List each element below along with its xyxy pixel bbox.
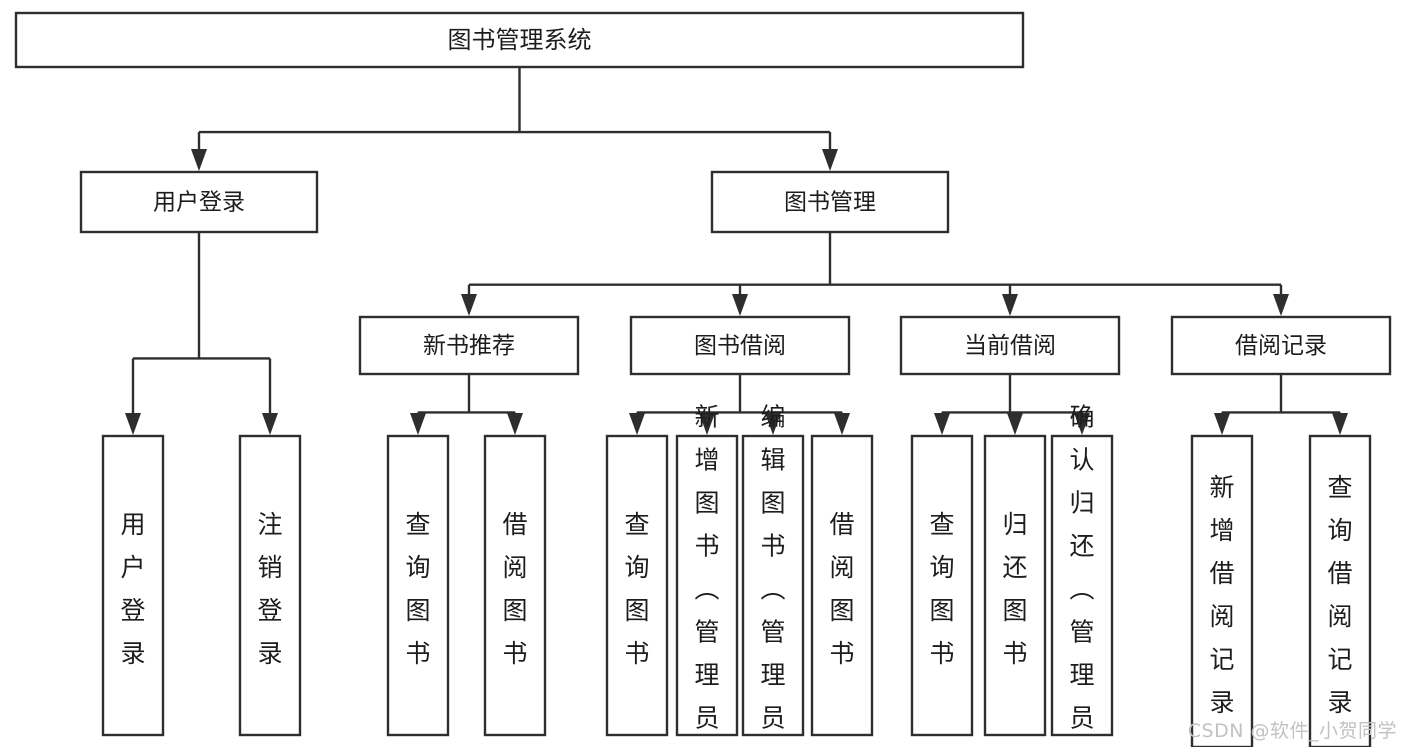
connector-layer (125, 67, 1348, 435)
node-root[interactable]: 图书管理系统 (14, 11, 1025, 69)
node-leaf-query-record[interactable]: 查询借阅记录 (1308, 434, 1372, 747)
node-leaf-confirm-return[interactable]: 确认归还︵管理员︶ (1050, 403, 1114, 747)
node-label: 当前借阅 (964, 333, 1056, 359)
node-leaf-logout[interactable]: 注销登录 (238, 434, 302, 737)
node-label: 确认归还︵管理员︶ (1069, 403, 1094, 747)
node-leaf-add-book[interactable]: 新增图书︵管理员︶ (675, 403, 739, 747)
node-label: 新增图书︵管理员︶ (694, 403, 719, 747)
node-leaf-query-book-1[interactable]: 查询图书 (386, 434, 450, 737)
node-current-borrow[interactable]: 当前借阅 (899, 315, 1121, 376)
connector-group-book-manage (461, 232, 1289, 316)
node-new-book-rec[interactable]: 新书推荐 (358, 315, 580, 376)
node-label: 查询借阅记录 (1327, 473, 1352, 717)
connector-group-root (191, 67, 838, 171)
connector-group-user-login (125, 232, 278, 435)
connector-group-borrow-record (1214, 374, 1348, 435)
node-layer: 图书管理系统用户登录图书管理新书推荐图书借阅当前借阅借阅记录用户登录注销登录查询… (14, 11, 1392, 747)
connector-group-new-book-rec (410, 374, 523, 435)
node-label: 用户登录 (120, 510, 145, 668)
node-leaf-user-login[interactable]: 用户登录 (101, 434, 165, 737)
node-label: 借阅记录 (1235, 333, 1327, 359)
node-label: 归还图书 (1002, 510, 1027, 668)
node-label: 编辑图书︵管理员︶ (760, 403, 785, 747)
node-user-login[interactable]: 用户登录 (79, 170, 319, 234)
node-label: 图书管理系统 (448, 26, 592, 54)
node-leaf-return-book[interactable]: 归还图书 (983, 434, 1047, 737)
node-leaf-edit-book[interactable]: 编辑图书︵管理员︶ (741, 403, 805, 747)
connector-group-current-borrow (934, 374, 1090, 435)
connector-group-book-borrow (629, 374, 850, 435)
node-leaf-borrow-book-1[interactable]: 借阅图书 (483, 434, 547, 737)
csdn-watermark: CSDN @软件_小贺同学 (1187, 720, 1397, 742)
node-label: 用户登录 (153, 190, 245, 216)
node-label: 查询图书 (624, 510, 649, 668)
node-label: 新书推荐 (423, 333, 515, 359)
node-label: 查询图书 (405, 510, 430, 668)
node-label: 注销登录 (257, 510, 282, 668)
node-leaf-borrow-book-2[interactable]: 借阅图书 (810, 434, 874, 737)
node-book-borrow[interactable]: 图书借阅 (629, 315, 851, 376)
node-label: 借阅图书 (829, 510, 854, 668)
node-leaf-query-book-2[interactable]: 查询图书 (605, 434, 669, 737)
node-label: 借阅图书 (502, 510, 527, 668)
node-leaf-query-book-3[interactable]: 查询图书 (910, 434, 974, 737)
node-label: 新增借阅记录 (1209, 473, 1234, 717)
node-label: 查询图书 (929, 510, 954, 668)
node-label: 图书管理 (784, 190, 876, 216)
node-book-manage[interactable]: 图书管理 (710, 170, 950, 234)
node-leaf-add-record[interactable]: 新增借阅记录 (1190, 434, 1254, 747)
node-borrow-record[interactable]: 借阅记录 (1170, 315, 1392, 376)
node-label: 图书借阅 (694, 333, 786, 359)
